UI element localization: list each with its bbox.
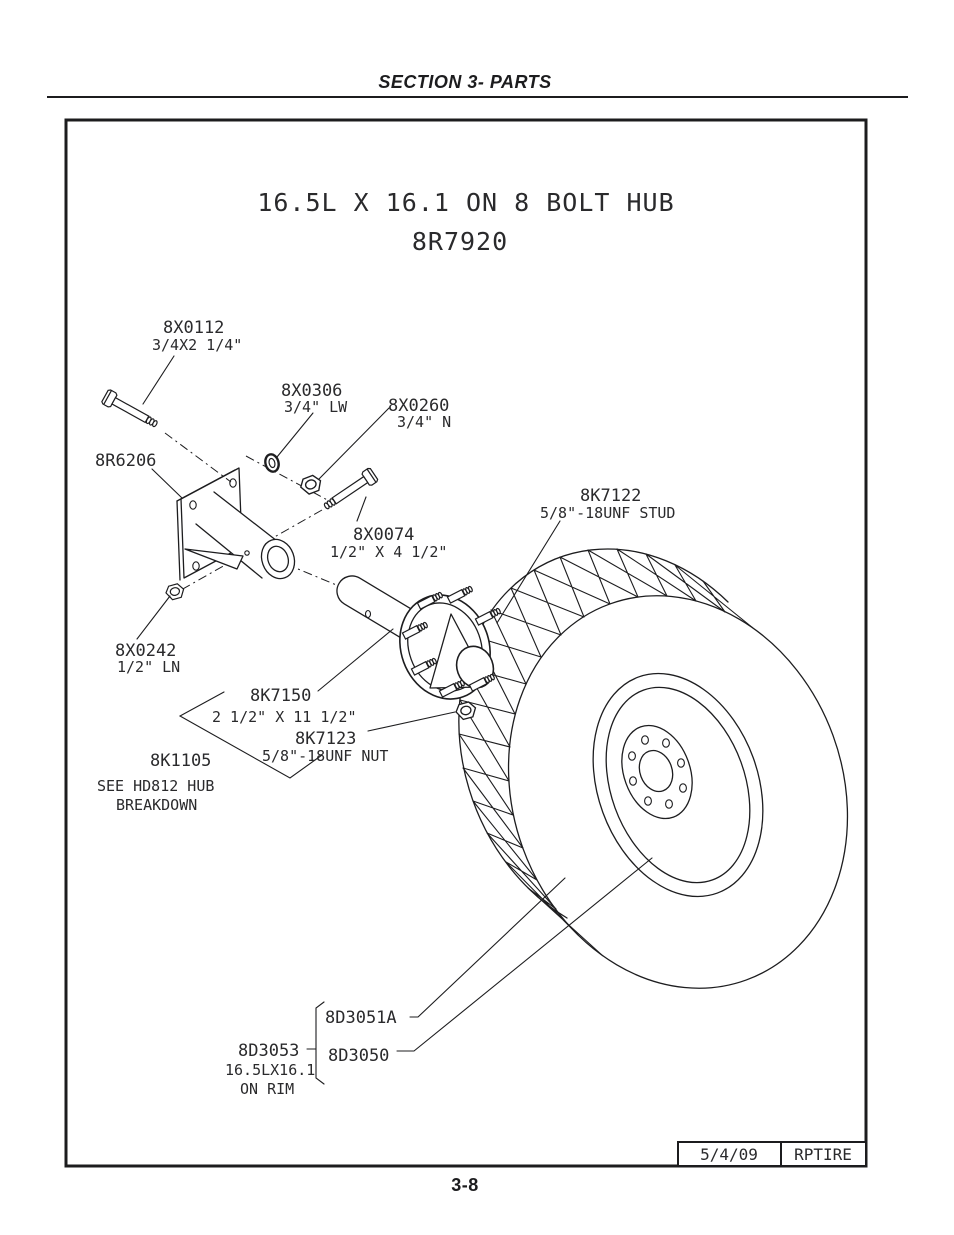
part-spec-8k7122: 5/8"-18UNF STUD xyxy=(540,504,675,522)
leader-lines xyxy=(136,355,653,1085)
lock-nut-drawing xyxy=(164,582,186,602)
rim-drawing xyxy=(621,724,693,820)
part-number-8x0306: 8X0306 xyxy=(281,381,342,401)
diagram-border xyxy=(64,118,868,1168)
revision-stamp: 5/4/09 RPTIRE xyxy=(677,1141,867,1167)
part-spec-8x0260: 3/4" N xyxy=(397,413,451,431)
part-spec-8k7150: 2 1/2" X 11 1/2" xyxy=(212,708,357,726)
part-spec-8x0242: 1/2" LN xyxy=(117,658,180,676)
stamp-date: 5/4/09 xyxy=(700,1145,758,1164)
part-spec-8x0306: 3/4" LW xyxy=(284,398,348,416)
section-header: SECTION 3- PARTS xyxy=(378,72,552,92)
part-number-8k7123: 8K7123 xyxy=(295,729,356,749)
tire-drawing xyxy=(458,548,849,989)
part-number-8x0112: 8X0112 xyxy=(163,318,224,338)
fastener-drawings xyxy=(100,388,380,602)
lock-washer-drawing xyxy=(264,453,280,473)
part-number-8x0260: 8X0260 xyxy=(388,396,449,416)
diagram-title-line1: 16.5L X 16.1 ON 8 BOLT HUB xyxy=(257,188,674,217)
stamp-code: RPTIRE xyxy=(794,1145,852,1164)
part-spec-8d3053-2: ON RIM xyxy=(240,1080,294,1098)
part-number-8x0074: 8X0074 xyxy=(353,525,414,545)
part-labels: 8X0112 3/4X2 1/4" 8X0306 3/4" LW 8X0260 … xyxy=(95,318,675,1098)
page-number: 3-8 xyxy=(451,1175,479,1195)
part-spec-8x0112: 3/4X2 1/4" xyxy=(152,336,242,354)
hex-nut-drawing xyxy=(297,472,325,497)
part-number-8d3051a: 8D3051A xyxy=(325,1008,397,1028)
part-number-8k1105: 8K1105 xyxy=(150,751,211,771)
part-number-8d3050: 8D3050 xyxy=(328,1046,389,1066)
part-note-8k1105-1: SEE HD812 HUB xyxy=(97,777,214,795)
part-number-8d3053: 8D3053 xyxy=(238,1041,299,1061)
bracket-tube-drawing xyxy=(184,491,296,580)
hub-drawing xyxy=(399,584,502,722)
part-number-8x0242: 8X0242 xyxy=(115,641,176,661)
part-number-8r6206: 8R6206 xyxy=(95,451,156,471)
part-number-8k7150: 8K7150 xyxy=(250,686,311,706)
part-spec-8d3053-1: 16.5LX16.1 xyxy=(225,1061,315,1079)
header-rule xyxy=(47,96,908,98)
part-number-8k7122: 8K7122 xyxy=(580,486,641,506)
part-note-8k1105-2: BREAKDOWN xyxy=(116,796,197,814)
part-spec-8k7123: 5/8"-18UNF NUT xyxy=(262,747,388,765)
hex-bolt-drawing xyxy=(100,388,161,433)
part-spec-8x0074: 1/2" X 4 1/2" xyxy=(330,543,447,561)
hex-bolt-drawing xyxy=(320,466,380,515)
diagram-title-line2: 8R7920 xyxy=(412,227,508,256)
